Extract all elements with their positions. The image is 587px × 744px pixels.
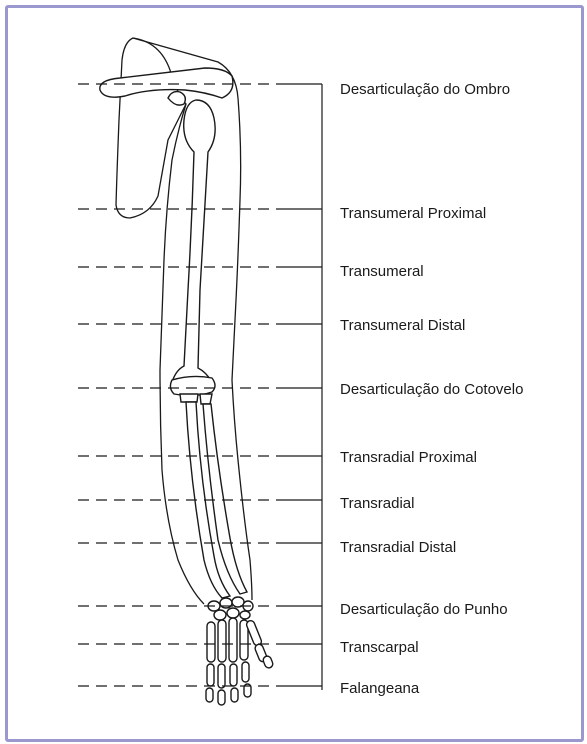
scapula-bone	[116, 38, 186, 218]
label-desarticulacao-cotovelo: Desarticulação do Cotovelo	[340, 381, 523, 398]
label-transumeral-distal: Transumeral Distal	[340, 317, 465, 334]
label-transcarpal: Transcarpal	[340, 639, 419, 656]
arm-illustration	[100, 38, 274, 705]
label-transradial: Transradial	[340, 495, 414, 512]
radius-head	[180, 394, 198, 402]
label-transumeral-proximal: Transumeral Proximal	[340, 205, 486, 222]
label-transradial-proximal: Transradial Proximal	[340, 449, 477, 466]
carpal-bones	[208, 597, 253, 620]
label-falangeana: Falangeana	[340, 680, 420, 697]
label-desarticulacao-ombro: Desarticulação do Ombro	[340, 81, 510, 98]
label-transradial-distal: Transradial Distal	[340, 539, 456, 556]
elbow-joint	[170, 376, 215, 395]
coracoid-bone	[168, 92, 185, 106]
label-desarticulacao-punho: Desarticulação do Punho	[340, 601, 508, 618]
humerus-bone	[172, 100, 215, 382]
label-transumeral: Transumeral	[340, 263, 424, 280]
level-labels: Desarticulação do Ombro Transumeral Prox…	[340, 81, 523, 697]
ulna-head	[200, 394, 212, 404]
hand-bones	[206, 618, 274, 705]
clavicle-bone	[100, 68, 233, 98]
